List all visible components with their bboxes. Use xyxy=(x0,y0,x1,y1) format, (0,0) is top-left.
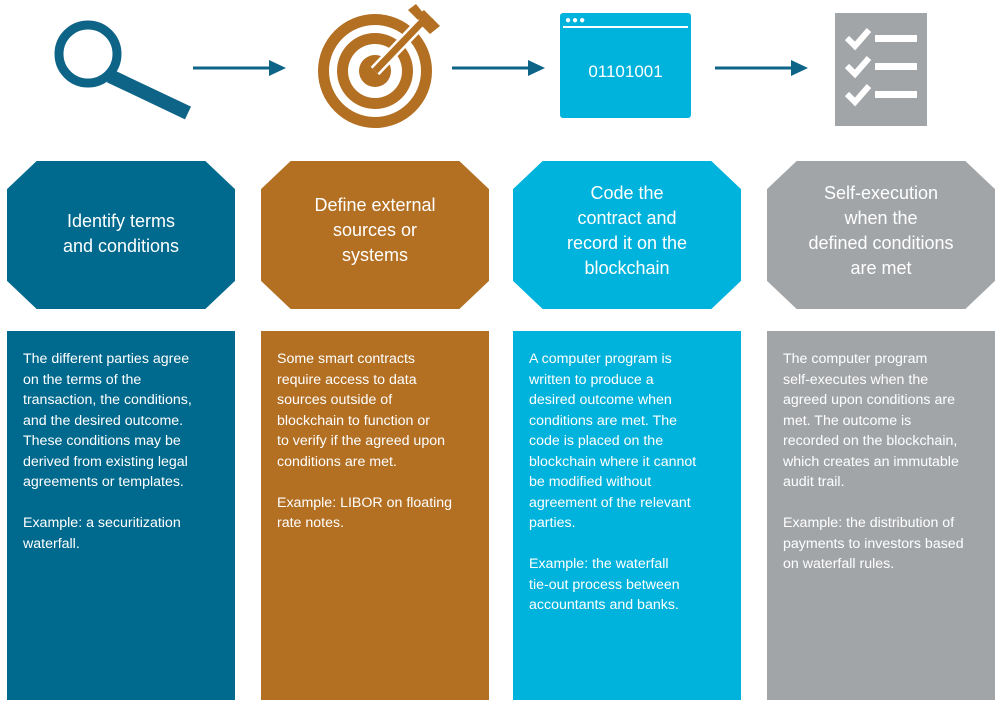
step-4-header: Self-execution when the defined conditio… xyxy=(767,161,995,309)
magnifying-glass-icon xyxy=(50,20,195,120)
step-3-example: Example: the waterfall tie-out process b… xyxy=(529,556,680,613)
step-2-body: Some smart contracts require access to d… xyxy=(277,351,445,470)
browser-dots: ●●● xyxy=(565,15,587,26)
step-3-header: Code the contract and record it on the b… xyxy=(513,161,741,309)
browser-content-area xyxy=(563,26,688,117)
step-4-title: Self-execution when the defined conditio… xyxy=(808,183,954,278)
step-1-example: Example: a securitization waterfall. xyxy=(23,515,181,552)
step-4-description-panel: The computer program self-executes when … xyxy=(767,331,995,700)
step-3-body: A computer program is written to produce… xyxy=(529,351,697,531)
arrow-right-icon xyxy=(715,58,810,78)
arrow-right-icon xyxy=(193,58,288,78)
checklist-icon xyxy=(835,13,927,126)
step-1-description-panel: The different parties agree on the terms… xyxy=(7,331,235,700)
target-icon xyxy=(312,4,442,134)
step-2-title: Define external sources or systems xyxy=(314,194,436,265)
arrow-right-icon xyxy=(452,58,547,78)
browser-window-icon: ●●● 01101001 xyxy=(560,13,691,118)
step-2-header: Define external sources or systems xyxy=(261,161,489,309)
binary-code-text: 01101001 xyxy=(588,62,663,81)
step-4-body: The computer program self-executes when … xyxy=(783,351,959,490)
step-1-title: Identify terms and conditions xyxy=(62,211,180,256)
step-2-description-panel: Some smart contracts require access to d… xyxy=(261,331,489,700)
step-1-header: Identify terms and conditions xyxy=(7,161,235,309)
step-3-title: Code the contract and record it on the b… xyxy=(566,183,688,278)
step-2-example: Example: LIBOR on floating rate notes. xyxy=(277,494,453,532)
step-3-description-panel: A computer program is written to produce… xyxy=(513,331,741,700)
step-1-body: The different parties agree on the terms… xyxy=(23,351,192,490)
step-4-example: Example: the distribution of payments to… xyxy=(783,515,964,572)
